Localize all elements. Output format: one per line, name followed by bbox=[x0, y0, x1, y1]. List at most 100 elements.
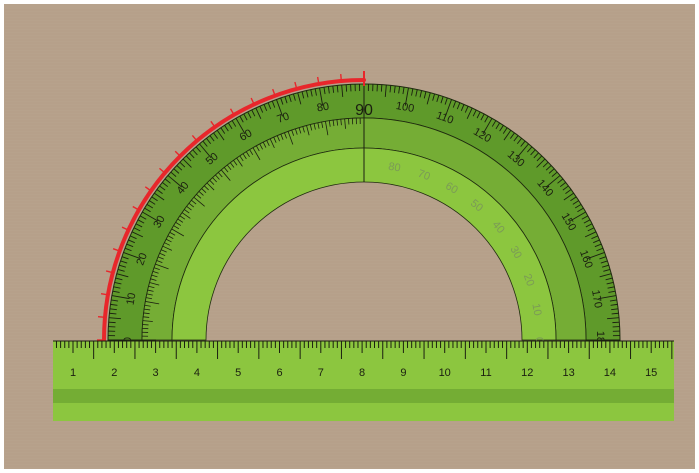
protractor-inner-tick bbox=[317, 122, 320, 129]
outer-scale-label: 0 bbox=[122, 337, 134, 343]
protractor-inner-tick bbox=[149, 282, 160, 286]
ruler-unit-label: 8 bbox=[359, 367, 365, 379]
protractor-outer-tick bbox=[495, 122, 501, 130]
protractor-inner-tick bbox=[259, 143, 263, 150]
protractor-outer-tick bbox=[569, 211, 586, 222]
measurement-arc-tick bbox=[132, 205, 140, 211]
protractor-outer-tick bbox=[587, 227, 595, 232]
ruler-unit-label: 3 bbox=[153, 367, 159, 379]
protractor-outer-tick bbox=[557, 178, 564, 184]
protractor-outer-tick bbox=[563, 192, 574, 201]
protractor-outer-tick bbox=[284, 96, 288, 104]
protractor-outer-tick bbox=[115, 277, 123, 281]
protractor-outer-tick bbox=[255, 107, 262, 120]
protractor-outer-tick bbox=[516, 143, 529, 158]
protractor-inner-tick bbox=[276, 135, 280, 142]
protractor-outer-tick bbox=[156, 189, 163, 195]
protractor-outer-tick bbox=[572, 200, 579, 205]
protractor-outer-tick bbox=[444, 99, 452, 117]
protractor-outer-tick bbox=[144, 207, 151, 213]
protractor-outer-tick bbox=[593, 239, 600, 244]
inner-scale-label: 0 bbox=[533, 337, 545, 343]
ruler-unit-label: 2 bbox=[111, 367, 117, 379]
protractor-outer-tick bbox=[137, 219, 145, 224]
protractor-outer-tick bbox=[121, 256, 129, 260]
protractor-outer-tick bbox=[599, 273, 612, 278]
protractor-outer-tick bbox=[536, 158, 546, 168]
protractor-inner-tick bbox=[191, 199, 197, 205]
protractor-outer-tick bbox=[533, 152, 539, 159]
protractor-outer-tick bbox=[135, 223, 143, 228]
protractor-inner-tick bbox=[143, 312, 150, 315]
protractor-outer-tick bbox=[323, 87, 326, 95]
protractor-outer-tick bbox=[231, 120, 237, 127]
protractor-outer-tick bbox=[116, 273, 129, 278]
inner-scale-label: 30 bbox=[507, 244, 524, 261]
ruler-band bbox=[53, 389, 674, 403]
protractor-outer-tick bbox=[591, 235, 599, 240]
protractor-outer-tick bbox=[598, 295, 617, 300]
protractor-outer-tick bbox=[605, 277, 613, 281]
protractor-outer-tick bbox=[142, 211, 159, 222]
ruler-unit-label: 9 bbox=[400, 367, 406, 379]
measurement-arc-tick bbox=[229, 108, 235, 116]
protractor-outer-tick bbox=[123, 252, 141, 260]
protractor-outer-tick bbox=[423, 91, 427, 99]
protractor-inner-tick bbox=[181, 212, 191, 219]
protractor-outer-tick bbox=[542, 161, 549, 168]
protractor-outer-tick bbox=[536, 155, 543, 162]
protractor-outer-tick bbox=[393, 85, 396, 93]
protractor-outer-tick bbox=[119, 264, 127, 268]
protractor-inner-tick bbox=[193, 196, 205, 207]
protractor-outer-tick bbox=[415, 89, 418, 97]
protractor-outer-tick bbox=[594, 243, 602, 248]
protractor-outer-tick bbox=[513, 135, 519, 142]
inner-scale-label: 20 bbox=[521, 272, 536, 288]
protractor-outer-tick bbox=[185, 155, 192, 162]
outer-scale-label: 60 bbox=[238, 127, 255, 144]
protractor-inner-tick bbox=[167, 235, 174, 239]
measurement-arc-tick bbox=[210, 120, 216, 128]
protractor-outer-tick bbox=[436, 95, 440, 103]
measurement-arc-tick bbox=[105, 270, 114, 274]
protractor-inner-tick bbox=[256, 145, 260, 152]
protractor-outer-tick bbox=[199, 143, 212, 158]
protractor-outer-tick bbox=[546, 175, 561, 188]
protractor-inner-tick bbox=[204, 185, 209, 191]
protractor-outer-tick bbox=[151, 196, 158, 202]
protractor-outer-tick bbox=[220, 127, 226, 134]
protractor-outer-tick bbox=[161, 182, 169, 188]
protractor-outer-tick bbox=[460, 104, 465, 111]
protractor-inner-tick bbox=[328, 120, 331, 127]
protractor-outer-tick bbox=[192, 149, 198, 156]
protractor-outer-tick bbox=[440, 96, 444, 104]
protractor-inner-tick bbox=[236, 157, 243, 167]
protractor-inner-tick bbox=[239, 155, 244, 162]
protractor-outer-tick bbox=[301, 91, 305, 99]
protractor-outer-tick bbox=[341, 84, 344, 97]
protractor-outer-tick bbox=[288, 95, 292, 103]
protractor-outer-tick bbox=[464, 105, 469, 113]
ruler-unit-label: 15 bbox=[645, 367, 657, 379]
protractor-outer-tick bbox=[584, 231, 597, 238]
protractor-outer-tick bbox=[235, 118, 246, 135]
protractor-inner-tick bbox=[242, 153, 247, 160]
protractor-outer-tick bbox=[562, 185, 569, 191]
inner-scale-label: 70 bbox=[416, 168, 432, 183]
protractor-inner-tick bbox=[332, 120, 335, 127]
protractor-outer-tick bbox=[310, 89, 313, 97]
protractor-outer-tick bbox=[551, 171, 558, 177]
ruler-unit-label: 6 bbox=[276, 367, 282, 379]
protractor-outer-tick bbox=[154, 192, 165, 201]
protractor-outer-tick bbox=[530, 149, 536, 156]
protractor-outer-tick bbox=[114, 281, 122, 285]
protractor-outer-tick bbox=[491, 120, 497, 127]
protractor-outer-tick bbox=[565, 189, 572, 195]
protractor-inner-tick bbox=[166, 238, 172, 243]
outer-scale-label: 170 bbox=[589, 289, 604, 309]
ruler-unit-label: 13 bbox=[562, 367, 574, 379]
protractor-outer-tick bbox=[610, 303, 618, 306]
